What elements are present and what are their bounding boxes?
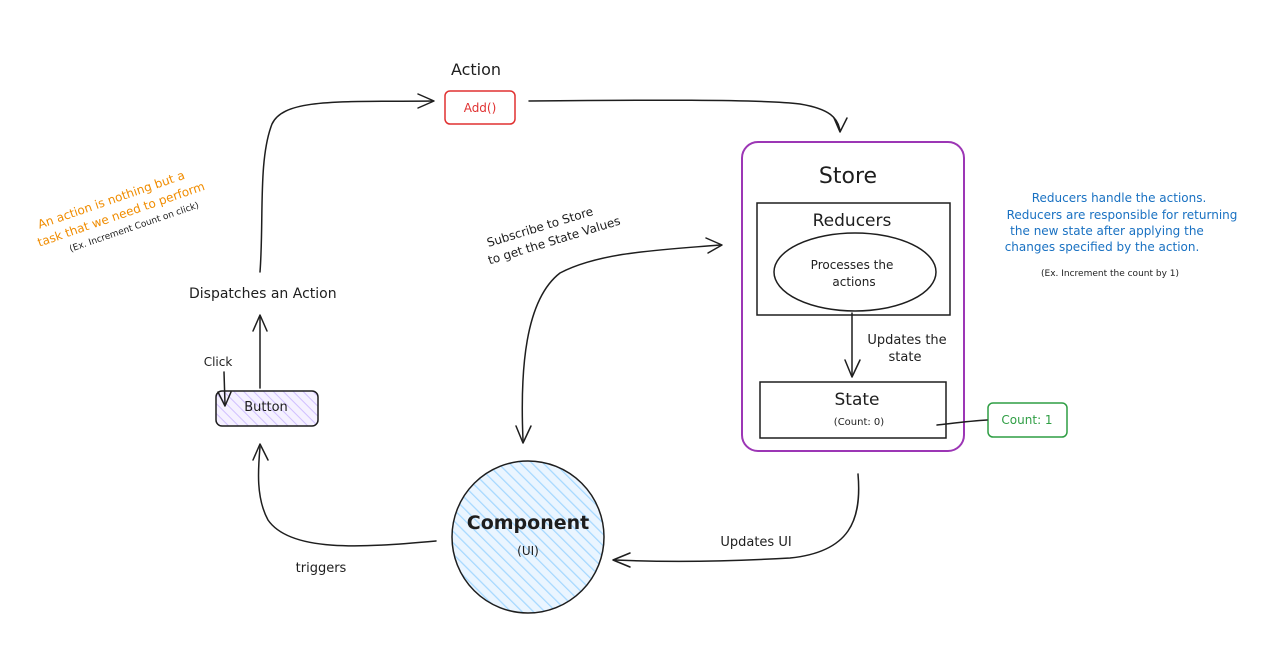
- process-ellipse: [773, 232, 937, 312]
- component-title: Component: [466, 512, 590, 534]
- arrowhead-subscribe-store: [705, 237, 723, 254]
- reducer-note-line-3: the new state after applying the: [1010, 224, 1204, 238]
- reducer-note-line-1: Reducers handle the actions.: [1031, 191, 1207, 205]
- state-box: [759, 381, 947, 439]
- dispatch-label: Dispatches an Action: [189, 286, 337, 302]
- arrowhead-subscribe-component: [515, 425, 532, 444]
- component-circle: [451, 460, 605, 614]
- process-line-1: Processes the: [810, 258, 894, 272]
- store-box: [741, 141, 965, 452]
- count-badge-box: [987, 402, 1068, 438]
- arrowhead-updates-ui: [612, 552, 631, 568]
- store-title: Store: [818, 164, 878, 189]
- arrowhead-reducers-to-state: [844, 359, 861, 378]
- arrow-subscribe: [521, 244, 721, 441]
- process-line-2: actions: [832, 275, 876, 289]
- triggers-label: triggers: [295, 561, 347, 576]
- state-title: State: [834, 390, 880, 410]
- action-box: [444, 90, 516, 125]
- arrow-click: [223, 371, 226, 405]
- reducers-title: Reducers: [812, 211, 892, 231]
- arrowhead-dispatch-to-action: [417, 93, 435, 109]
- arrowhead-triggers: [252, 443, 269, 461]
- updates-state-line-2: state: [888, 350, 922, 365]
- arrow-triggers: [257, 446, 437, 547]
- action-heading: Action: [450, 60, 502, 79]
- arrowhead-click: [217, 391, 232, 407]
- component-subtitle: (UI): [517, 544, 539, 558]
- arrowhead-button-to-dispatch: [252, 314, 268, 332]
- button-box: [215, 390, 319, 427]
- updates-ui-label: Updates UI: [720, 535, 792, 550]
- count-badge-label: Count: 1: [1001, 413, 1053, 427]
- click-label: Click: [203, 355, 233, 369]
- button-label: Button: [244, 400, 288, 415]
- reducers-box: [756, 202, 951, 316]
- arrow-dispatch-to-action: [259, 100, 433, 273]
- action-name: Add(): [463, 101, 497, 115]
- reducer-note-line-2: Reducers are responsible for returning: [1006, 208, 1238, 222]
- arrow-updates-ui: [614, 473, 860, 563]
- updates-state-line-1: Updates the: [867, 333, 947, 348]
- arrow-action-to-store: [528, 99, 841, 132]
- reducer-note-line-4: changes specified by the action.: [1004, 240, 1200, 254]
- line-state-to-count: [936, 419, 988, 426]
- reducer-note-example: (Ex. Increment the count by 1): [1040, 269, 1180, 279]
- state-value: (Count: 0): [833, 417, 885, 428]
- arrowhead-action-to-store: [833, 117, 848, 133]
